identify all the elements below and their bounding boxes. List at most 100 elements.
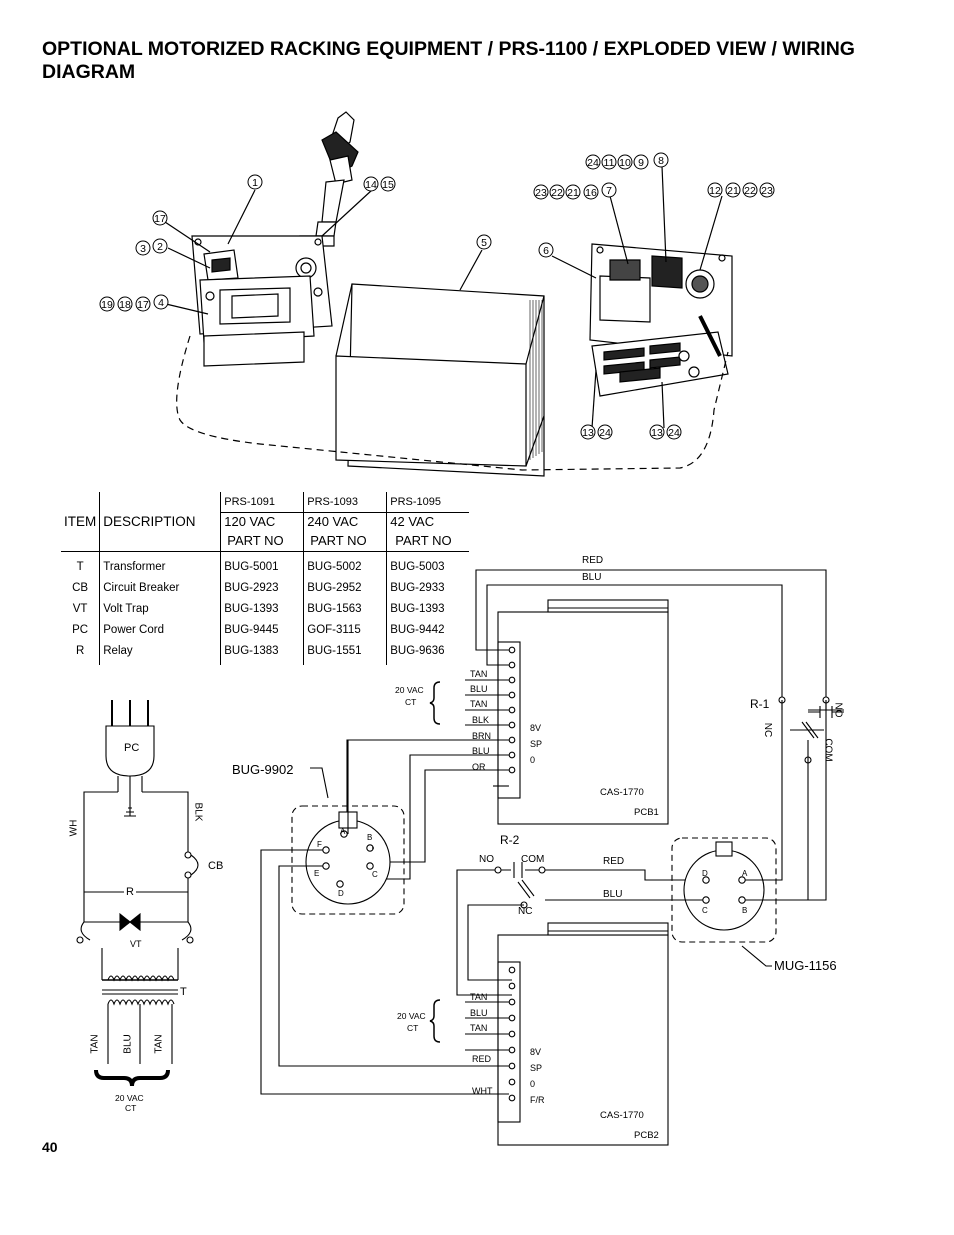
r1-com-label: COM	[822, 738, 834, 762]
parts-table: ITEM DESCRIPTION PRS-1091 PRS-1093 PRS-1…	[61, 492, 470, 665]
row-part: BUG-2952	[303, 577, 387, 598]
part-no-header: PART NO	[303, 529, 387, 552]
cover-box	[335, 283, 545, 477]
conn2-pin-a: A	[742, 869, 748, 878]
svg-text:13: 13	[651, 427, 663, 439]
pcb1-pin-0: 0	[530, 755, 536, 765]
wire-label-tan: TAN	[470, 669, 488, 679]
model-header: PRS-1095	[386, 492, 470, 513]
row-part: BUG-5001	[220, 551, 304, 577]
wire-label-red: RED	[472, 1054, 492, 1064]
voltage-header: 120 VAC	[220, 512, 304, 529]
callout-group-12	[707, 182, 775, 198]
model-header: PRS-1091	[220, 492, 304, 513]
bug-9902-label: BUG-9902	[232, 762, 294, 777]
r1-label: R-1	[750, 697, 770, 711]
blu-wire-label: BLU	[582, 572, 602, 583]
row-part: BUG-9442	[386, 619, 470, 640]
svg-text:17: 17	[154, 213, 166, 225]
conn1-pin-c: C	[372, 870, 378, 879]
table-row: VT Volt Trap BUG-1393 BUG-1563 BUG-1393	[61, 598, 470, 619]
svg-text:3: 3	[140, 243, 146, 255]
t-label: T	[180, 986, 187, 998]
part-no-header: PART NO	[220, 529, 304, 552]
pcb2-model: CAS-1770	[600, 1110, 644, 1121]
r2-label: R-2	[500, 833, 520, 847]
row-part: BUG-9445	[220, 619, 304, 640]
row-item: T	[76, 560, 84, 573]
svg-text:22: 22	[744, 185, 756, 197]
row-part: GOF-3115	[303, 619, 387, 640]
svg-text:15: 15	[382, 179, 394, 191]
ct-label: CT	[125, 1103, 137, 1113]
wire-label-blu: BLU	[470, 1008, 488, 1018]
svg-text:7: 7	[606, 185, 612, 197]
callout-group-19	[99, 294, 169, 312]
svg-text:21: 21	[567, 187, 579, 199]
r1-no-label: NO	[832, 702, 844, 718]
pcb2-pin-sp: SP	[530, 1063, 543, 1073]
svg-text:11: 11	[604, 157, 615, 169]
red-wire-label-2: RED	[603, 856, 625, 867]
mug-1156-label: MUG-1156	[774, 958, 837, 973]
wh-label: WH	[68, 819, 80, 837]
pcb-assembly	[589, 243, 733, 397]
svg-text:10: 10	[619, 157, 631, 169]
tan-label-right: TAN	[153, 1034, 165, 1054]
pcb1-pin-8v: 8V	[530, 723, 542, 733]
svg-text:19: 19	[101, 299, 113, 311]
relay-r2	[456, 862, 705, 996]
row-part: BUG-1563	[303, 598, 387, 619]
svg-text:24: 24	[599, 427, 611, 439]
ct-label-1: CT	[405, 697, 417, 707]
row-part: BUG-2923	[220, 577, 304, 598]
row-part: BUG-1383	[220, 640, 304, 665]
svg-text:21: 21	[727, 185, 739, 197]
ct-label-2: CT	[407, 1023, 419, 1033]
vac-label: 20 VAC	[115, 1093, 144, 1103]
pcb2-label: PCB2	[634, 1130, 659, 1141]
wire-label-brn: BRN	[472, 731, 492, 741]
r-label: R	[126, 886, 134, 898]
mug-1156-connector	[671, 837, 777, 967]
callout-group-13b	[649, 424, 682, 440]
cb-label: CB	[208, 860, 224, 872]
pcb2-pin-0: 0	[530, 1079, 536, 1089]
row-item: CB	[72, 581, 89, 594]
svg-text:5: 5	[481, 237, 487, 249]
svg-text:17: 17	[137, 299, 149, 311]
col-description-header: DESCRIPTION	[99, 492, 221, 552]
conn1-pin-a: A	[340, 827, 346, 836]
r2-no-label: NO	[479, 854, 494, 865]
svg-text:12: 12	[709, 185, 721, 197]
row-part: BUG-1393	[386, 598, 470, 619]
pcb2-pin-fr: F/R	[530, 1095, 545, 1105]
wire-label-wht: WHT	[472, 1086, 493, 1096]
wire-label-blk: BLK	[472, 715, 490, 725]
model-header: PRS-1093	[303, 492, 387, 513]
blu-label: BLU	[122, 1034, 134, 1054]
conn1-pin-b: B	[367, 833, 373, 842]
r2-com-label: COM	[521, 854, 545, 865]
callout-group-13a	[580, 424, 613, 440]
row-item: R	[75, 644, 85, 657]
callout-group-3	[135, 238, 168, 256]
voltage-header: 240 VAC	[303, 512, 387, 529]
row-part: BUG-1393	[220, 598, 304, 619]
conn1-pin-d: D	[338, 889, 344, 898]
r2-nc-label: NC	[518, 906, 533, 917]
red-wire-label: RED	[582, 555, 604, 566]
vt-label: VT	[130, 939, 142, 949]
row-item: PC	[72, 623, 89, 636]
pcb1-model: CAS-1770	[600, 787, 644, 798]
row-description: Volt Trap	[99, 598, 221, 619]
row-part: BUG-9636	[386, 640, 470, 665]
pcb2-board	[497, 922, 669, 1146]
row-part: BUG-5002	[303, 551, 387, 577]
pcb1-board	[497, 599, 669, 825]
row-description: Circuit Breaker	[99, 577, 221, 598]
table-row: CB Circuit Breaker BUG-2923 BUG-2952 BUG…	[61, 577, 470, 598]
row-part: BUG-5003	[386, 551, 470, 577]
